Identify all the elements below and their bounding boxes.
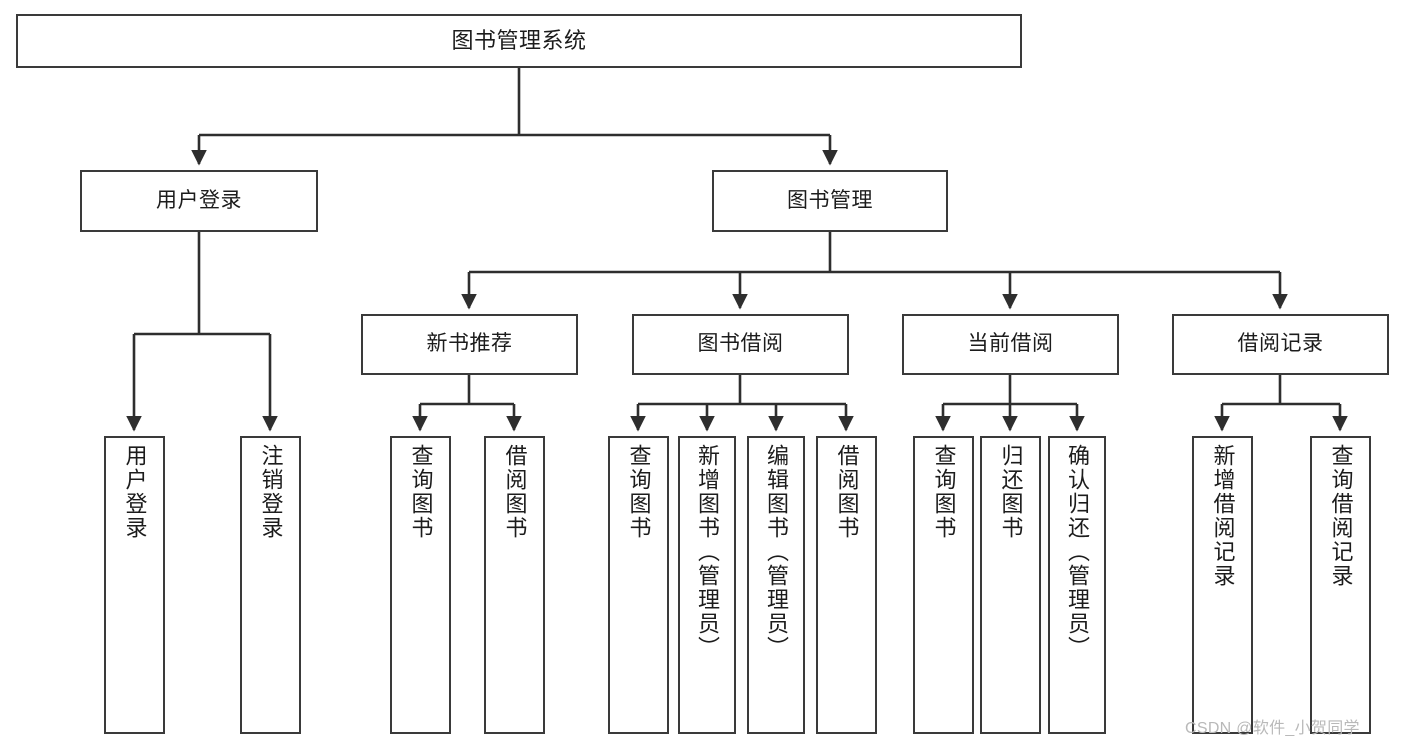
node-book-borrow-label: 图书借阅 xyxy=(697,332,784,356)
node-borrow-record[interactable]: 借阅记录 xyxy=(1172,314,1389,375)
node-leaf-return-book[interactable]: 归还图书 xyxy=(980,436,1041,734)
node-leaf-add-book-label: 新增图书（管理员） xyxy=(695,444,720,660)
node-user-login-label: 用户登录 xyxy=(156,188,242,212)
node-leaf-borrow-book-2[interactable]: 借阅图书 xyxy=(816,436,877,734)
node-leaf-user-logout-label: 注销登录 xyxy=(258,444,284,540)
node-leaf-edit-book-label: 编辑图书（管理员） xyxy=(764,444,789,660)
node-leaf-add-record-label: 新增借阅记录 xyxy=(1210,444,1236,588)
node-borrow-record-label: 借阅记录 xyxy=(1237,332,1324,356)
node-leaf-borrow-book-1-label: 借阅图书 xyxy=(502,444,528,540)
node-root[interactable]: 图书管理系统 xyxy=(16,14,1022,68)
node-leaf-user-logout[interactable]: 注销登录 xyxy=(240,436,301,734)
node-leaf-user-login-label: 用户登录 xyxy=(122,444,148,540)
node-leaf-confirm-return[interactable]: 确认归还（管理员） xyxy=(1048,436,1106,734)
node-current-borrow[interactable]: 当前借阅 xyxy=(902,314,1119,375)
node-leaf-query-book-2-label: 查询图书 xyxy=(626,444,652,540)
node-leaf-add-record[interactable]: 新增借阅记录 xyxy=(1192,436,1253,734)
node-new-book-recommend-label: 新书推荐 xyxy=(426,332,513,356)
node-leaf-query-book-3-label: 查询图书 xyxy=(931,444,957,540)
node-leaf-edit-book[interactable]: 编辑图书（管理员） xyxy=(747,436,805,734)
node-leaf-query-record-label: 查询借阅记录 xyxy=(1328,444,1354,588)
node-leaf-query-book-3[interactable]: 查询图书 xyxy=(913,436,974,734)
node-leaf-user-login[interactable]: 用户登录 xyxy=(104,436,165,734)
node-book-borrow[interactable]: 图书借阅 xyxy=(632,314,849,375)
node-book-manage-label: 图书管理 xyxy=(787,188,873,212)
node-leaf-borrow-book-1[interactable]: 借阅图书 xyxy=(484,436,545,734)
node-current-borrow-label: 当前借阅 xyxy=(967,332,1054,356)
node-leaf-return-book-label: 归还图书 xyxy=(998,444,1024,540)
node-leaf-add-book[interactable]: 新增图书（管理员） xyxy=(678,436,736,734)
node-new-book-recommend[interactable]: 新书推荐 xyxy=(361,314,578,375)
node-leaf-query-book-1-label: 查询图书 xyxy=(408,444,434,540)
node-root-label: 图书管理系统 xyxy=(451,28,587,54)
node-leaf-query-book-1[interactable]: 查询图书 xyxy=(390,436,451,734)
node-leaf-query-record[interactable]: 查询借阅记录 xyxy=(1310,436,1371,734)
node-user-login[interactable]: 用户登录 xyxy=(80,170,318,232)
watermark: CSDN @软件_小贺同学 xyxy=(1185,720,1360,737)
node-leaf-query-book-2[interactable]: 查询图书 xyxy=(608,436,669,734)
node-book-manage[interactable]: 图书管理 xyxy=(712,170,948,232)
node-leaf-borrow-book-2-label: 借阅图书 xyxy=(834,444,860,540)
node-leaf-confirm-return-label: 确认归还（管理员） xyxy=(1065,444,1090,660)
